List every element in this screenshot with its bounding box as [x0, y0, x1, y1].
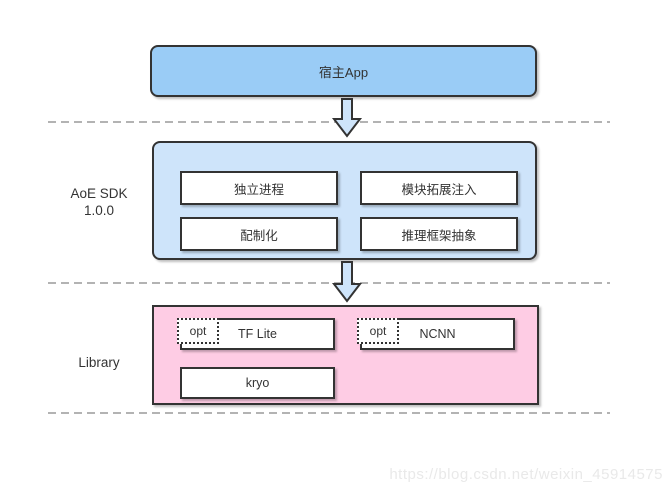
library-section-label: Library [40, 354, 158, 371]
opt-badge: opt [177, 318, 219, 344]
library-item-node-ncnn: opt NCNN [357, 318, 515, 350]
sdk-version-label: 1.0.0 [83, 203, 115, 218]
section-divider-middle [48, 282, 610, 284]
sdk-module-label: 独立进程 [233, 182, 284, 197]
sdk-module-label: 推理框架抽象 [401, 228, 477, 243]
sdk-container: 独立进程 模块拓展注入 配制化 推理框架抽象 [152, 141, 537, 260]
host-app-label: 宿主App [318, 64, 369, 80]
sdk-module-node: 推理框架抽象 [360, 217, 518, 251]
arrow-down-icon [331, 98, 363, 138]
sdk-module-node: 模块拓展注入 [360, 171, 518, 205]
sdk-module-label: 配制化 [240, 228, 278, 243]
arrow-down-icon [331, 261, 363, 303]
library-item-label: TF Lite [238, 327, 277, 341]
host-app-node: 宿主App [150, 45, 537, 97]
sdk-name-label: AoE SDK [70, 186, 128, 201]
sdk-module-label: 模块拓展注入 [401, 182, 477, 197]
sdk-section-label: AoE SDK 1.0.0 [40, 185, 158, 219]
opt-badge: opt [357, 318, 399, 344]
library-item-node-tflite: opt TF Lite [177, 318, 335, 350]
section-divider-top [48, 121, 610, 123]
library-item-label: kryo [245, 376, 270, 390]
library-name-label: Library [78, 355, 120, 370]
library-item-node-kryo: kryo [180, 367, 335, 399]
library-item-label: NCNN [419, 327, 456, 341]
library-container: opt TF Lite opt NCNN kryo [152, 305, 539, 405]
watermark-text: https://blog.csdn.net/weixin_45914575 [389, 466, 663, 483]
sdk-module-node: 配制化 [180, 217, 338, 251]
section-divider-bottom [48, 412, 610, 414]
sdk-module-node: 独立进程 [180, 171, 338, 205]
